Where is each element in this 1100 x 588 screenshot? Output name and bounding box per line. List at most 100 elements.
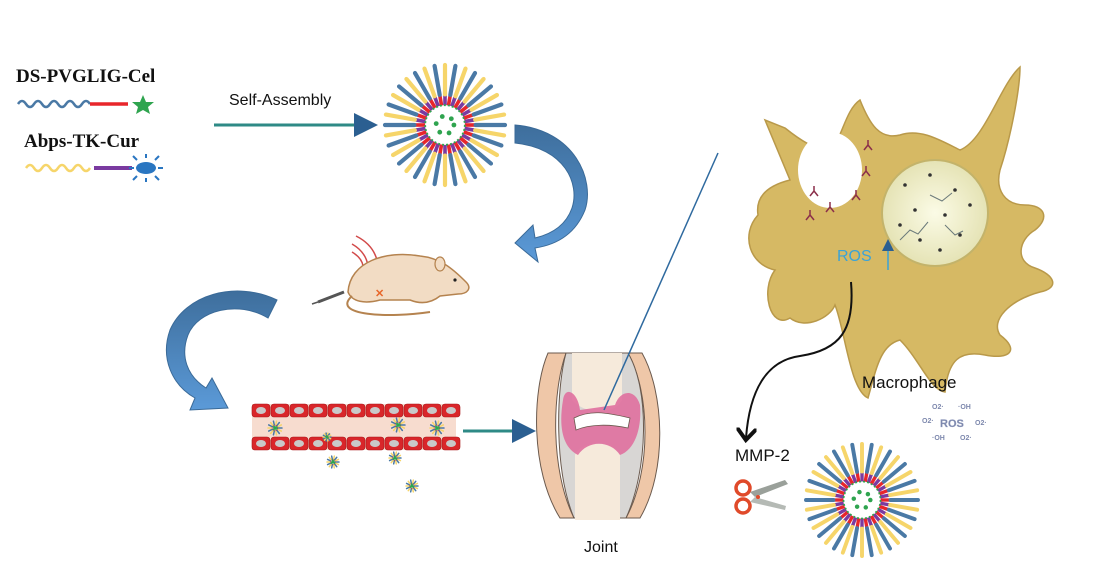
ros-species: ·OH [958,404,971,411]
drug-star [854,504,860,509]
micelle-chain [277,424,283,428]
chromatin-dot [913,208,917,212]
ros-species: O2· [960,435,972,442]
drug-star [397,423,400,426]
micelle-chain [437,430,440,436]
micelle-chain [400,421,406,425]
micelle-chain [327,433,331,437]
ros-species: O2· [975,420,987,427]
cell-nucleus [370,440,380,447]
drug-star [433,121,439,126]
micelle-chain [432,153,442,187]
micelle-chain [804,502,836,512]
cell-nucleus [408,407,418,414]
micelle-chain [395,417,398,423]
cell-nucleus [370,407,380,414]
micelle-chain [884,512,913,530]
micelle-chain [323,437,327,441]
cell-nucleus [427,440,437,447]
ros-species: ·OH [932,435,945,442]
chromatin-dot [968,203,972,207]
micelle-chain [276,421,281,426]
cell-nucleus [408,440,418,447]
svg-text:✕: ✕ [375,288,384,300]
drug-star [326,435,329,438]
syringe-icon [311,290,345,305]
ros-cloud-center: ROS [940,418,964,430]
cell-nucleus [446,407,456,414]
micelle-chain [429,424,435,428]
drug-star [437,129,443,135]
micelle-chain [277,428,283,432]
cell-nucleus [313,407,323,414]
cell-nucleus [275,407,285,414]
micelle-chain [431,421,436,426]
micelle-chain [471,102,504,117]
micelle-chain [869,524,884,555]
micelle-chain [328,463,332,468]
micelle-chain [448,153,458,187]
micelle-bottom [804,442,920,558]
micelle-chain [832,449,850,478]
micelle-chain [335,462,340,466]
micelle-chain [398,427,401,433]
micelle-chain [395,427,398,433]
micelle-chain [864,442,874,474]
small-micelle [326,455,340,469]
cell-nucleus [389,440,399,447]
scissors-icon [734,479,788,515]
cell-nucleus [427,407,437,414]
micelle-chain [411,479,415,484]
micelle-chain [869,445,884,476]
cell-nucleus [332,440,342,447]
cell-nucleus [389,407,399,414]
nucleus-chromatin [898,173,972,252]
arrow-to-mmp2 [746,281,853,438]
micelle-chain [466,142,494,166]
chromatin-dot [953,188,957,192]
micelle-chain [850,526,860,558]
micelle-chain [397,454,402,458]
micelle-chain [390,92,421,112]
micelle-chain [453,66,468,99]
micelle-chain [267,428,273,432]
micelle-chain [407,487,411,492]
micelle-chain [322,437,326,440]
micelle-chain [330,464,334,469]
micelle-chain [400,425,406,429]
micelle-chain [453,151,468,184]
small-micelle [322,432,332,442]
micelle-chain [332,455,336,460]
micelle-chain [804,488,836,498]
drug-star [868,497,873,503]
micelle-chain [412,149,432,180]
micelle-chain [471,133,504,148]
micelle-chain [328,456,332,461]
micelle-chain [275,430,278,436]
micelle-chain [398,417,401,423]
drug-star [274,426,277,429]
micelle-chain [383,128,417,138]
micelle-chain [388,458,393,462]
micelle-chain [462,76,486,104]
chromatin-dot [958,233,962,237]
micelle-chain [327,437,331,441]
micelle-chain [840,524,855,555]
micelle-chain [807,478,838,493]
drug-star [448,116,454,122]
micelle-chain [811,470,840,488]
micelle-chain [431,430,436,435]
micelle-chain [448,63,458,97]
micelle-chain [888,488,920,498]
drug-star [865,491,871,497]
micelle-chain [458,70,478,101]
micelle-chain [390,425,396,429]
polymer2-label: Abps-TK-Cur [24,131,140,152]
micelle-chain [850,442,860,474]
micelle-core [842,480,882,520]
drug-star [446,130,452,136]
curved-arrow-to-mouse [514,124,588,264]
micelle-chain [439,428,445,432]
ros-species: O2· [932,404,944,411]
